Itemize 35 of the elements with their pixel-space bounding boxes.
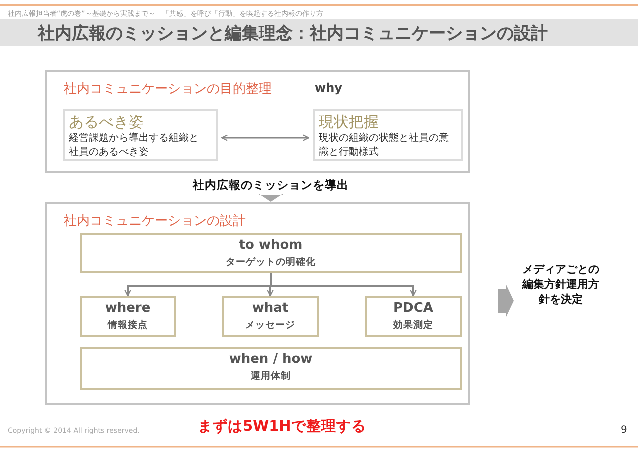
panel-heading: 社内コミュニケーションの設計 (64, 213, 246, 230)
element-keyword: what (251, 301, 290, 316)
box-description: 経営課題から導出する組織と社員のあるべき姿 (69, 132, 200, 160)
page-number: 9 (621, 425, 628, 436)
chevron-arrow (259, 194, 283, 202)
group-panel (45, 70, 470, 173)
design-element-box (80, 233, 462, 273)
design-element-box (222, 296, 319, 337)
arrow (270, 273, 417, 297)
element-keyword: PDCA (392, 301, 434, 316)
design-element-box (80, 347, 462, 390)
element-description: 運用体制 (250, 370, 292, 383)
concept-box (313, 109, 463, 161)
panel-heading: 社内コミュニケーションの目的整理 (64, 81, 272, 98)
element-keyword: where (104, 301, 152, 316)
box-description: 現状の組織の状態と社員の意識と行動様式 (319, 132, 450, 160)
element-description: メッセージ (244, 319, 296, 332)
result-text: メディアごとの編集方針運用方針を決定 (521, 262, 600, 307)
element-description: 情報接点 (106, 319, 149, 332)
panel-keyword: why (315, 81, 342, 95)
element-description: ターゲットの明確化 (225, 256, 317, 269)
block-arrow (498, 284, 514, 318)
element-description: 効果測定 (392, 319, 434, 332)
design-element-box (365, 296, 462, 337)
slide-title: 社内広報のミッションと編集理念：社内コミュニケーションの設計 (38, 23, 548, 45)
arrow (221, 134, 310, 142)
element-keyword: to whom (238, 238, 304, 253)
mission-text: 社内広報のミッションを導出 (192, 178, 350, 193)
box-heading: 現状把握 (319, 113, 379, 132)
group-panel (45, 202, 470, 405)
note-text: まずは5W1Hで整理する (198, 418, 366, 436)
element-keyword: when / how (228, 352, 314, 367)
design-element-box (80, 296, 176, 337)
concept-box (63, 109, 218, 161)
box-heading: あるべき姿 (69, 113, 144, 132)
